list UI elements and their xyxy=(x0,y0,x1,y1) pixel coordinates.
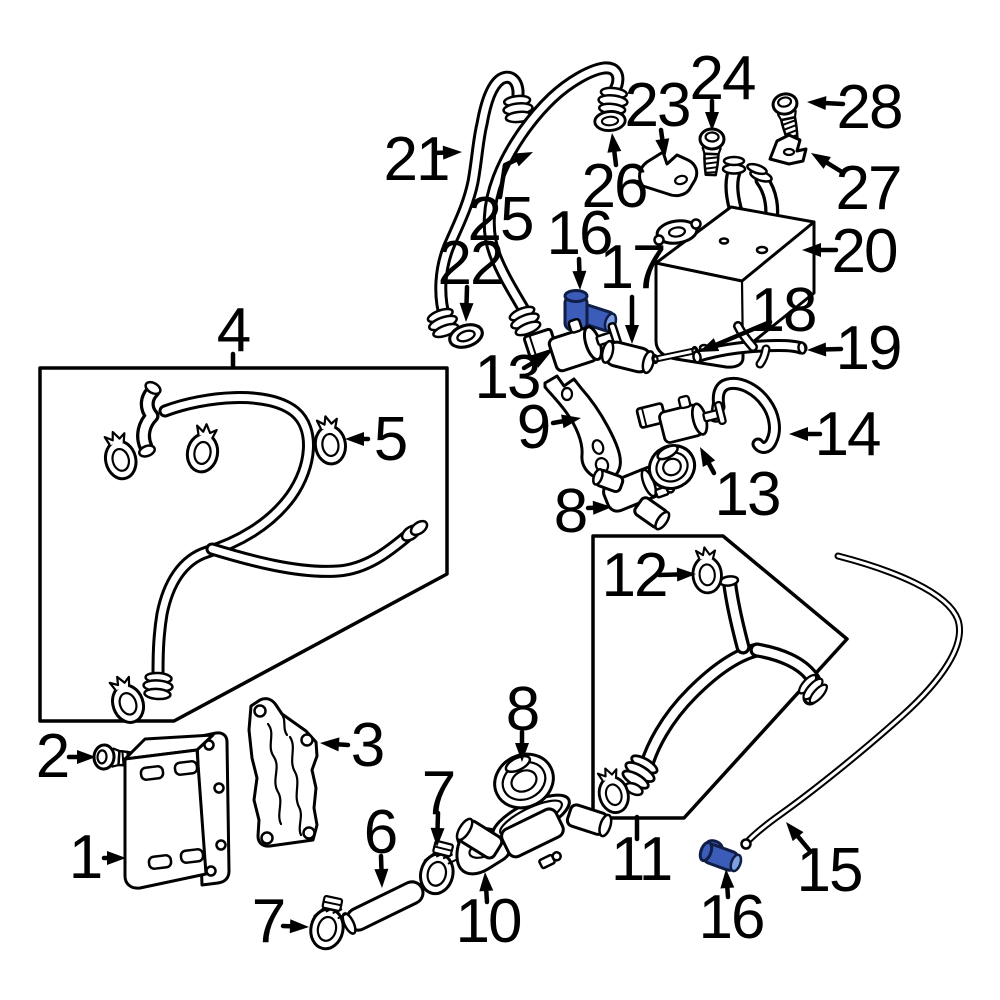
leader-lines-layer xyxy=(66,96,846,934)
part-label-27[interactable]: 27 xyxy=(835,154,903,223)
part-label-12[interactable]: 12 xyxy=(601,541,669,610)
part-label-8-middle[interactable]: 8 xyxy=(553,477,589,546)
leader-arrowhead xyxy=(374,868,389,888)
leader-arrowhead xyxy=(807,96,827,111)
leader-arrowhead xyxy=(515,743,529,762)
leader-arrowhead xyxy=(430,827,445,847)
part-label-6[interactable]: 6 xyxy=(363,798,399,867)
part-26-seal-washer[interactable] xyxy=(592,109,628,133)
part-label-7-top[interactable]: 7 xyxy=(421,759,457,828)
part-label-8-bottom[interactable]: 8 xyxy=(505,675,541,744)
group-box-11 xyxy=(591,534,849,820)
leader-arrowhead xyxy=(700,447,716,468)
part-label-11[interactable]: 11 xyxy=(610,825,673,894)
leader-arrowhead xyxy=(320,737,340,752)
part-27-bracket[interactable] xyxy=(768,133,808,166)
part-7-clamp-top[interactable] xyxy=(414,837,462,899)
part-4-hose-assembly[interactable] xyxy=(136,380,430,702)
part-label-23[interactable]: 23 xyxy=(624,71,692,140)
leader-arrowhead xyxy=(802,243,821,257)
part-label-15[interactable]: 15 xyxy=(796,836,864,905)
part-label-22[interactable]: 22 xyxy=(437,229,505,298)
part-label-2[interactable]: 2 xyxy=(35,722,71,791)
part-label-19[interactable]: 19 xyxy=(835,314,903,383)
leader-arrowhead xyxy=(512,152,533,167)
part-1-oil-cooler[interactable] xyxy=(123,731,231,890)
leader-arrowhead xyxy=(699,338,720,352)
leader-arrowhead xyxy=(811,153,831,169)
part-label-18[interactable]: 18 xyxy=(750,276,818,345)
leader-arrowhead xyxy=(77,750,96,764)
leader-arrowhead xyxy=(789,427,808,441)
part-label-14[interactable]: 14 xyxy=(814,400,882,469)
part-label-20[interactable]: 20 xyxy=(831,217,899,286)
part-23-bracket[interactable] xyxy=(638,150,699,198)
part-label-4[interactable]: 4 xyxy=(216,296,252,365)
part-label-10[interactable]: 10 xyxy=(455,887,523,956)
part-label-24[interactable]: 24 xyxy=(689,44,757,113)
part-label-17[interactable]: 17 xyxy=(599,233,667,302)
leader-arrowhead xyxy=(479,872,494,892)
part-label-26[interactable]: 26 xyxy=(581,152,649,221)
part-label-16-top[interactable]: 16 xyxy=(546,199,614,268)
leader-arrowhead xyxy=(807,342,827,357)
part-19-hose[interactable] xyxy=(692,321,808,369)
leader-arrowhead xyxy=(607,133,622,153)
part-8-valve-middle[interactable] xyxy=(591,438,702,532)
leader-arrowhead xyxy=(655,138,670,158)
leader-arrowhead xyxy=(531,352,551,368)
leader-line xyxy=(497,156,522,200)
part-7-clamp-left[interactable] xyxy=(305,892,351,954)
part-label-7-left[interactable]: 7 xyxy=(251,887,287,956)
part-label-5[interactable]: 5 xyxy=(373,405,409,474)
leader-arrowhead xyxy=(289,919,309,934)
part-label-13-upper[interactable]: 13 xyxy=(474,343,542,412)
leader-arrowhead xyxy=(442,145,462,160)
leader-arrowhead xyxy=(572,270,587,290)
part-11-hose[interactable] xyxy=(617,575,832,797)
leader-arrowhead xyxy=(561,414,581,429)
leader-arrowhead xyxy=(459,302,474,322)
leader-arrowhead xyxy=(625,325,639,344)
leader-arrowhead xyxy=(592,500,612,515)
leader-arrowhead xyxy=(345,432,364,446)
part-25-hose[interactable] xyxy=(482,61,631,340)
part-21-hose[interactable] xyxy=(423,70,536,342)
part-label-28[interactable]: 28 xyxy=(836,73,904,142)
part-16-elbow-bottom[interactable] xyxy=(698,838,745,874)
part-label-13-lower[interactable]: 13 xyxy=(714,460,782,529)
part-17-hose[interactable] xyxy=(600,339,656,375)
part-24-screw[interactable] xyxy=(697,127,726,177)
leader-arrowhead xyxy=(720,869,735,889)
leader-arrowhead xyxy=(676,567,696,582)
part-label-16-bottom[interactable]: 16 xyxy=(698,883,766,952)
part-15-hose[interactable] xyxy=(740,552,963,850)
part-label-25[interactable]: 25 xyxy=(467,185,535,254)
part-8-pump-bottom[interactable] xyxy=(454,744,613,870)
part-label-9[interactable]: 9 xyxy=(516,393,552,462)
part-20-oil-cooler[interactable] xyxy=(653,155,816,369)
part-3-gasket[interactable] xyxy=(247,697,319,848)
leader-line xyxy=(710,319,773,349)
leader-arrowhead xyxy=(786,822,804,842)
part-label-3[interactable]: 3 xyxy=(350,711,386,780)
part-label-1[interactable]: 1 xyxy=(68,823,104,892)
leader-arrowhead xyxy=(705,112,719,131)
part-label-21[interactable]: 21 xyxy=(383,125,451,194)
leader-arrowhead xyxy=(107,851,126,865)
part-6-hose[interactable] xyxy=(340,878,426,935)
group-box-4 xyxy=(38,366,449,729)
part-9-bracket[interactable] xyxy=(543,374,622,481)
